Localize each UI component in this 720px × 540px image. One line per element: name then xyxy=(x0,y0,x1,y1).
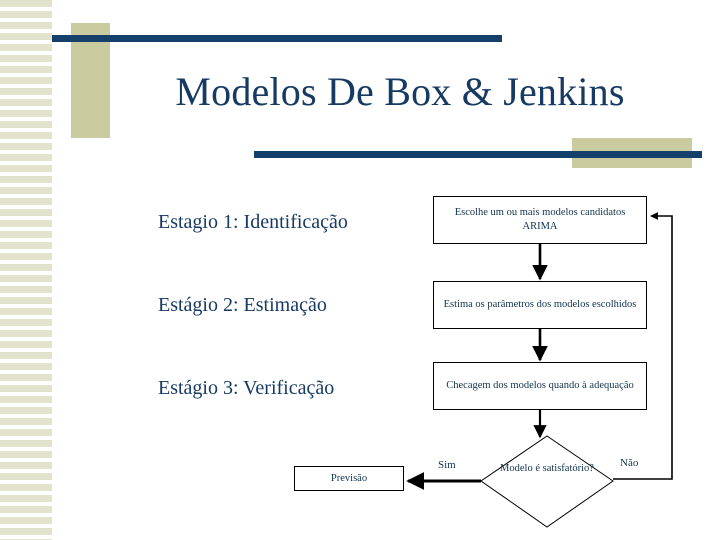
flow-node-estimate[interactable]: Estima os parâmetros dos modelos escolhi… xyxy=(433,281,647,329)
flow-node-identify[interactable]: Escolhe um ou mais modelos candidatos AR… xyxy=(433,196,647,244)
decision-diamond-shape xyxy=(480,435,614,528)
stage-label-verification: Estágio 3: Verificação xyxy=(158,377,335,399)
stage-label-estimation: Estágio 2: Estimação xyxy=(158,294,327,316)
flow-node-check[interactable]: Checagem dos modelos quando à adequação xyxy=(433,362,647,410)
flow-node-forecast[interactable]: Previsão xyxy=(294,466,404,491)
page-title: Modelos De Box & Jenkins xyxy=(175,69,625,114)
stage-label-identification: Estagio 1: Identificação xyxy=(158,211,348,233)
edge-label-no: Não xyxy=(620,457,639,469)
decorative-khaki-vertical-bar xyxy=(71,23,110,138)
flow-node-decision-label: Modelo é satisfatório? xyxy=(500,463,594,474)
edge-label-yes: Sim xyxy=(438,459,456,471)
edge-decision-no-feedback-loop xyxy=(613,212,673,480)
decorative-stripe-band xyxy=(0,0,52,540)
decorative-navy-bottom-rule xyxy=(254,151,702,158)
decorative-navy-top-rule xyxy=(52,35,502,42)
